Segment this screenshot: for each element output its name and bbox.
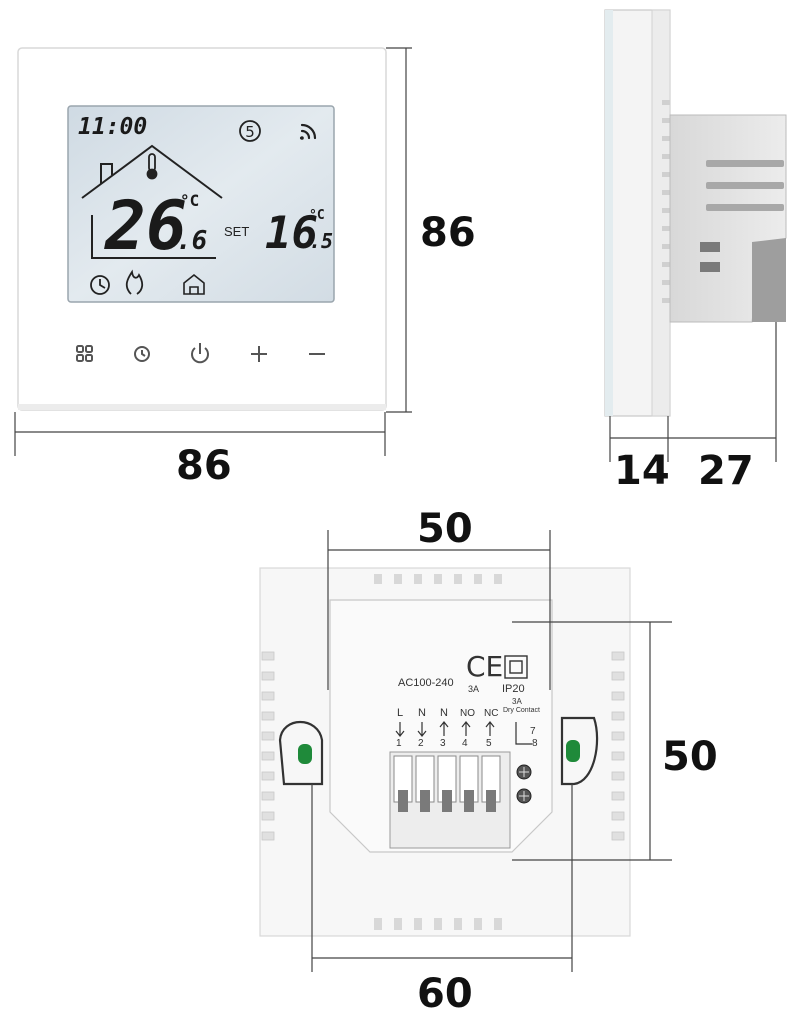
terminal-letter-3: N bbox=[440, 707, 448, 719]
mounting-slot-right bbox=[560, 716, 599, 786]
front-height-dimension bbox=[386, 47, 412, 413]
set-temp-decimal: .5 bbox=[309, 229, 333, 253]
side-glass-edge bbox=[605, 10, 613, 416]
terminal-number-5: 5 bbox=[486, 738, 492, 749]
room-temp-main: 26 bbox=[104, 187, 187, 266]
terminal-number-1: 1 bbox=[396, 738, 402, 749]
terminal-block bbox=[389, 751, 511, 849]
side-dimension-lines bbox=[609, 322, 777, 462]
voltage-label: AC100-240 bbox=[398, 677, 454, 689]
side-view: 14 27 bbox=[604, 9, 787, 494]
side-ridges bbox=[662, 100, 670, 303]
back-top-vents bbox=[374, 574, 502, 584]
terminal-number-labels: 1 2 3 4 5 bbox=[396, 738, 492, 749]
back-side-ribs-left bbox=[261, 651, 275, 841]
front-height-label: 86 bbox=[420, 210, 476, 256]
set-temp-main: 16 bbox=[265, 208, 318, 259]
power-icon[interactable] bbox=[191, 343, 209, 364]
terminal-letter-4: NO bbox=[460, 708, 475, 719]
room-temp-unit: °C bbox=[180, 191, 199, 210]
terminal-arrows bbox=[395, 721, 495, 737]
menu-icon[interactable] bbox=[76, 345, 93, 362]
heating-flame-icon bbox=[125, 269, 144, 295]
back-top-label: 50 bbox=[417, 506, 473, 552]
lcd-clock: 11:00 bbox=[78, 114, 147, 140]
back-side-ribs-right bbox=[611, 651, 625, 841]
plus-icon[interactable] bbox=[251, 346, 267, 362]
clock-icon[interactable] bbox=[134, 346, 150, 362]
terminal-letter-1: L bbox=[397, 707, 403, 719]
lcd-screen: 11:00 5 26 .6 °C SET bbox=[67, 105, 335, 303]
front-width-label: 86 bbox=[176, 443, 232, 489]
terminal-number-2: 2 bbox=[418, 738, 424, 749]
terminal-letter-5: NC bbox=[484, 708, 498, 719]
side-vents bbox=[706, 160, 784, 211]
day-indicator-icon: 5 bbox=[239, 120, 261, 142]
terminal-number-3: 3 bbox=[440, 738, 446, 749]
wifi-icon bbox=[299, 123, 317, 140]
double-insulation-icon bbox=[504, 655, 528, 679]
back-top-dimension bbox=[327, 530, 551, 690]
mounting-slot-left bbox=[278, 720, 324, 786]
side-body-depth-label: 27 bbox=[698, 448, 754, 494]
side-rear-shade bbox=[752, 238, 786, 322]
side-terminals bbox=[700, 242, 720, 272]
ip-rating-label: IP20 bbox=[502, 683, 525, 695]
house-outline-icon bbox=[81, 144, 223, 259]
back-right-label: 50 bbox=[662, 734, 718, 780]
back-right-dimension bbox=[512, 621, 672, 861]
ce-mark: CE bbox=[466, 650, 503, 683]
dry-contact-symbol bbox=[515, 722, 532, 745]
front-view: 11:00 5 26 .6 °C SET bbox=[14, 47, 476, 489]
set-label: SET bbox=[224, 224, 249, 239]
back-view: CE AC100-240 3A IP20 3A Dry Contact L N … bbox=[259, 506, 718, 1017]
dry-contact-current-label: 3A bbox=[512, 697, 522, 706]
away-home-icon bbox=[183, 273, 205, 295]
terminal-letter-2: N bbox=[418, 707, 426, 719]
thermometer-icon bbox=[146, 153, 158, 180]
front-buttons bbox=[76, 343, 325, 364]
back-bottom-label: 60 bbox=[417, 971, 473, 1017]
back-bottom-dimension bbox=[311, 784, 573, 972]
schedule-clock-icon bbox=[90, 275, 110, 295]
terminal-number-4: 4 bbox=[462, 738, 468, 749]
room-temp-decimal: .6 bbox=[176, 226, 207, 256]
front-width-dimension bbox=[14, 412, 386, 456]
dry-contact-number-7: 7 bbox=[530, 726, 536, 737]
dry-contact-screws bbox=[516, 764, 532, 804]
side-front-depth-label: 14 bbox=[614, 448, 670, 494]
day-indicator-number: 5 bbox=[245, 123, 255, 141]
set-temp-unit: °C bbox=[309, 208, 325, 223]
front-panel-shadow bbox=[18, 404, 386, 410]
current-label: 3A bbox=[468, 684, 479, 694]
dry-contact-number-8: 8 bbox=[532, 738, 538, 749]
dry-contact-label: Dry Contact bbox=[503, 707, 540, 714]
terminal-letter-labels: L N N NO NC bbox=[397, 707, 498, 719]
back-bottom-vents bbox=[374, 918, 502, 930]
